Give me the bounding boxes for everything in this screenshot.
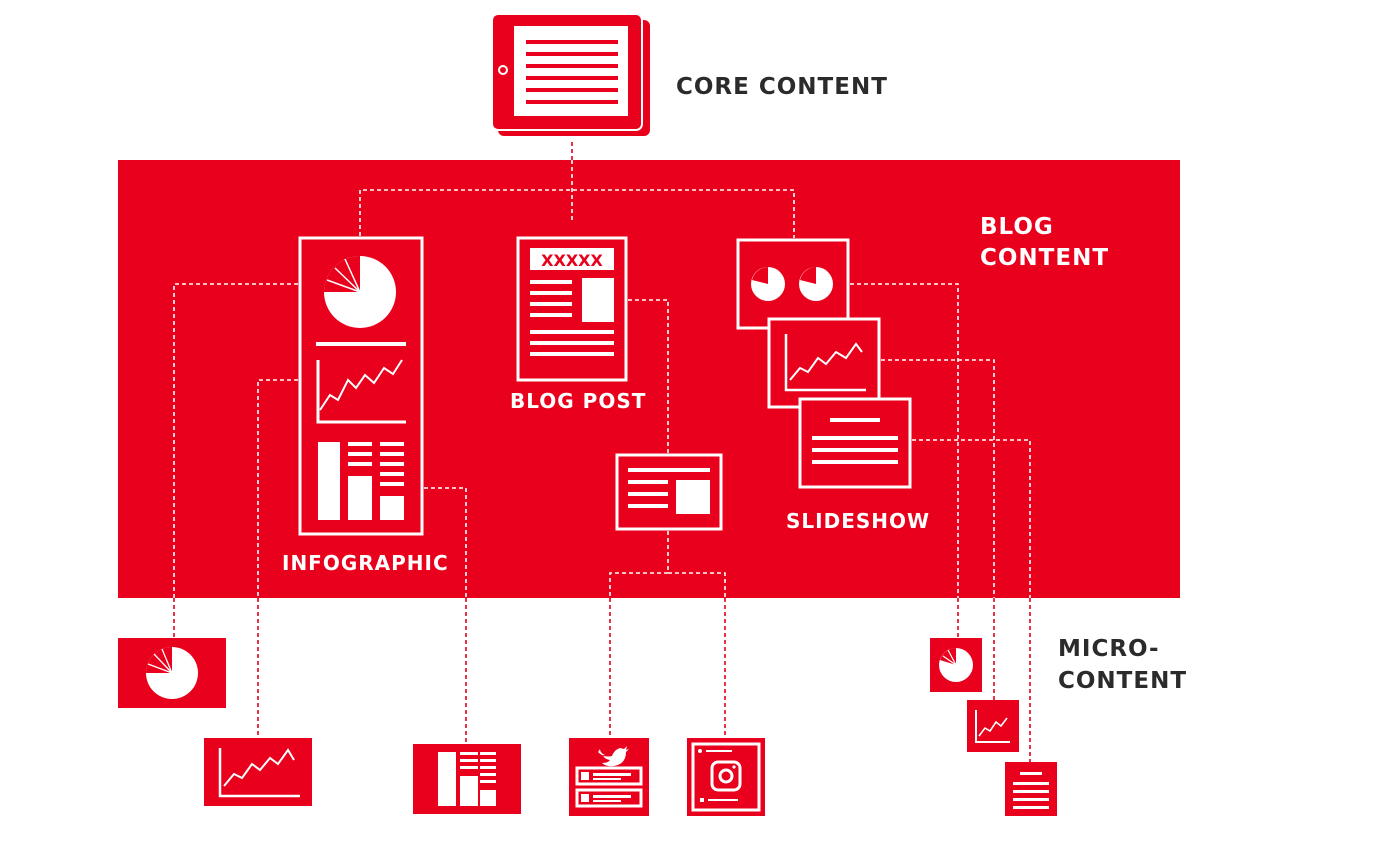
blogpost-to-snippet-connector [628, 299, 669, 455]
tablet-icon [491, 13, 650, 136]
blog-content-band [118, 160, 1180, 598]
line-chart-icon [967, 700, 1019, 752]
core-branch-connector [359, 189, 795, 238]
slideshow-pie-connector [850, 283, 959, 598]
line-chart-icon [204, 738, 312, 806]
blog-post-icon: XXXXX [516, 236, 628, 382]
infographic-bar-connector [424, 487, 467, 598]
slideshow-label: SLIDESHOW [786, 509, 930, 533]
infographic-icon [298, 236, 424, 536]
micro-content-label-line2: CONTENT [1058, 668, 1187, 694]
slideshow-icon [736, 238, 912, 489]
blog-post-header-text: XXXXX [541, 251, 603, 270]
bar-chart-icon [413, 744, 521, 814]
blog-content-label-line2: CONTENT [980, 245, 1109, 271]
slideshow-line-connector [881, 359, 995, 598]
blog-content-label-line1: BLOG [980, 214, 1054, 240]
document-icon [1005, 762, 1057, 816]
infographic-line-connector [257, 379, 298, 598]
blog-post-label: BLOG POST [510, 389, 646, 413]
article-snippet-icon [615, 453, 723, 531]
pie-chart-icon [930, 638, 982, 692]
core-content-label: CORE CONTENT [676, 74, 888, 100]
snippet-split-connector [609, 531, 669, 598]
twitter-post-icon [569, 738, 649, 816]
pie-chart-icon [118, 638, 226, 708]
infographic-label: INFOGRAPHIC [282, 551, 449, 575]
micro-content-label-line1: MICRO- [1058, 636, 1160, 662]
instagram-post-icon [687, 738, 765, 816]
